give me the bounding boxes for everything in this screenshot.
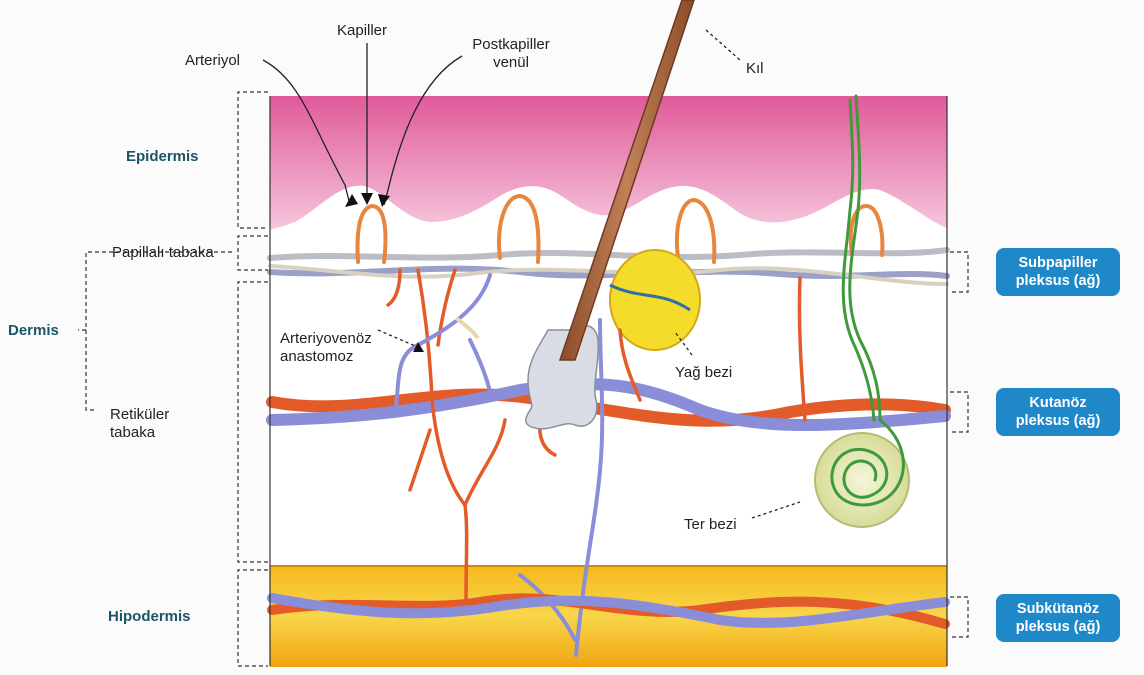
layer-epidermis: Epidermis — [126, 148, 199, 165]
label-kapiller: Kapiller — [337, 22, 387, 40]
kutanoz-line1: Kutanöz — [1016, 394, 1101, 412]
subpapiller-line1: Subpapiller — [1016, 254, 1101, 272]
sebaceous-gland — [610, 250, 700, 350]
label-retikuler-tabaka: Retiküler tabaka — [110, 406, 169, 442]
layer-dermis: Dermis — [8, 322, 59, 339]
subkutanoz-line2: pleksus (ağ) — [1016, 618, 1101, 636]
kutanoz-line2: pleksus (ağ) — [1016, 412, 1101, 430]
label-arteriyovenoz-line2: anastomoz — [280, 348, 372, 366]
label-kil: Kıl — [746, 60, 764, 78]
label-arteriyovenoz-line1: Arteriyovenöz — [280, 330, 372, 348]
cutaneous-plexus-box: Kutanöz pleksus (ağ) — [996, 388, 1120, 436]
subpapiller-line2: pleksus (ağ) — [1016, 272, 1101, 290]
subcutaneous-plexus-box: Subkütanöz pleksus (ağ) — [996, 594, 1120, 642]
subkutanoz-line1: Subkütanöz — [1016, 600, 1101, 618]
layer-hipodermis: Hipodermis — [108, 608, 191, 625]
label-ter-bezi: Ter bezi — [684, 516, 737, 534]
layer-brackets — [78, 92, 268, 666]
label-postkapiller-line1: Postkapiller — [455, 36, 567, 54]
label-postkapiller: Postkapiller venül — [455, 36, 567, 72]
label-yag-bezi: Yağ bezi — [675, 364, 732, 382]
label-arteriyol: Arteriyol — [185, 52, 240, 70]
label-retikuler-line2: tabaka — [110, 424, 169, 442]
subpapillary-plexus-box: Subpapiller pleksus (ağ) — [996, 248, 1120, 296]
sweat-gland — [815, 433, 909, 527]
label-postkapiller-line2: venül — [455, 54, 567, 72]
label-papillali-tabaka: Papillalı tabaka — [112, 244, 214, 262]
label-arteriyovenoz-anastomoz: Arteriyovenöz anastomoz — [280, 330, 372, 366]
label-retikuler-line1: Retiküler — [110, 406, 169, 424]
plexus-brackets — [950, 252, 968, 637]
